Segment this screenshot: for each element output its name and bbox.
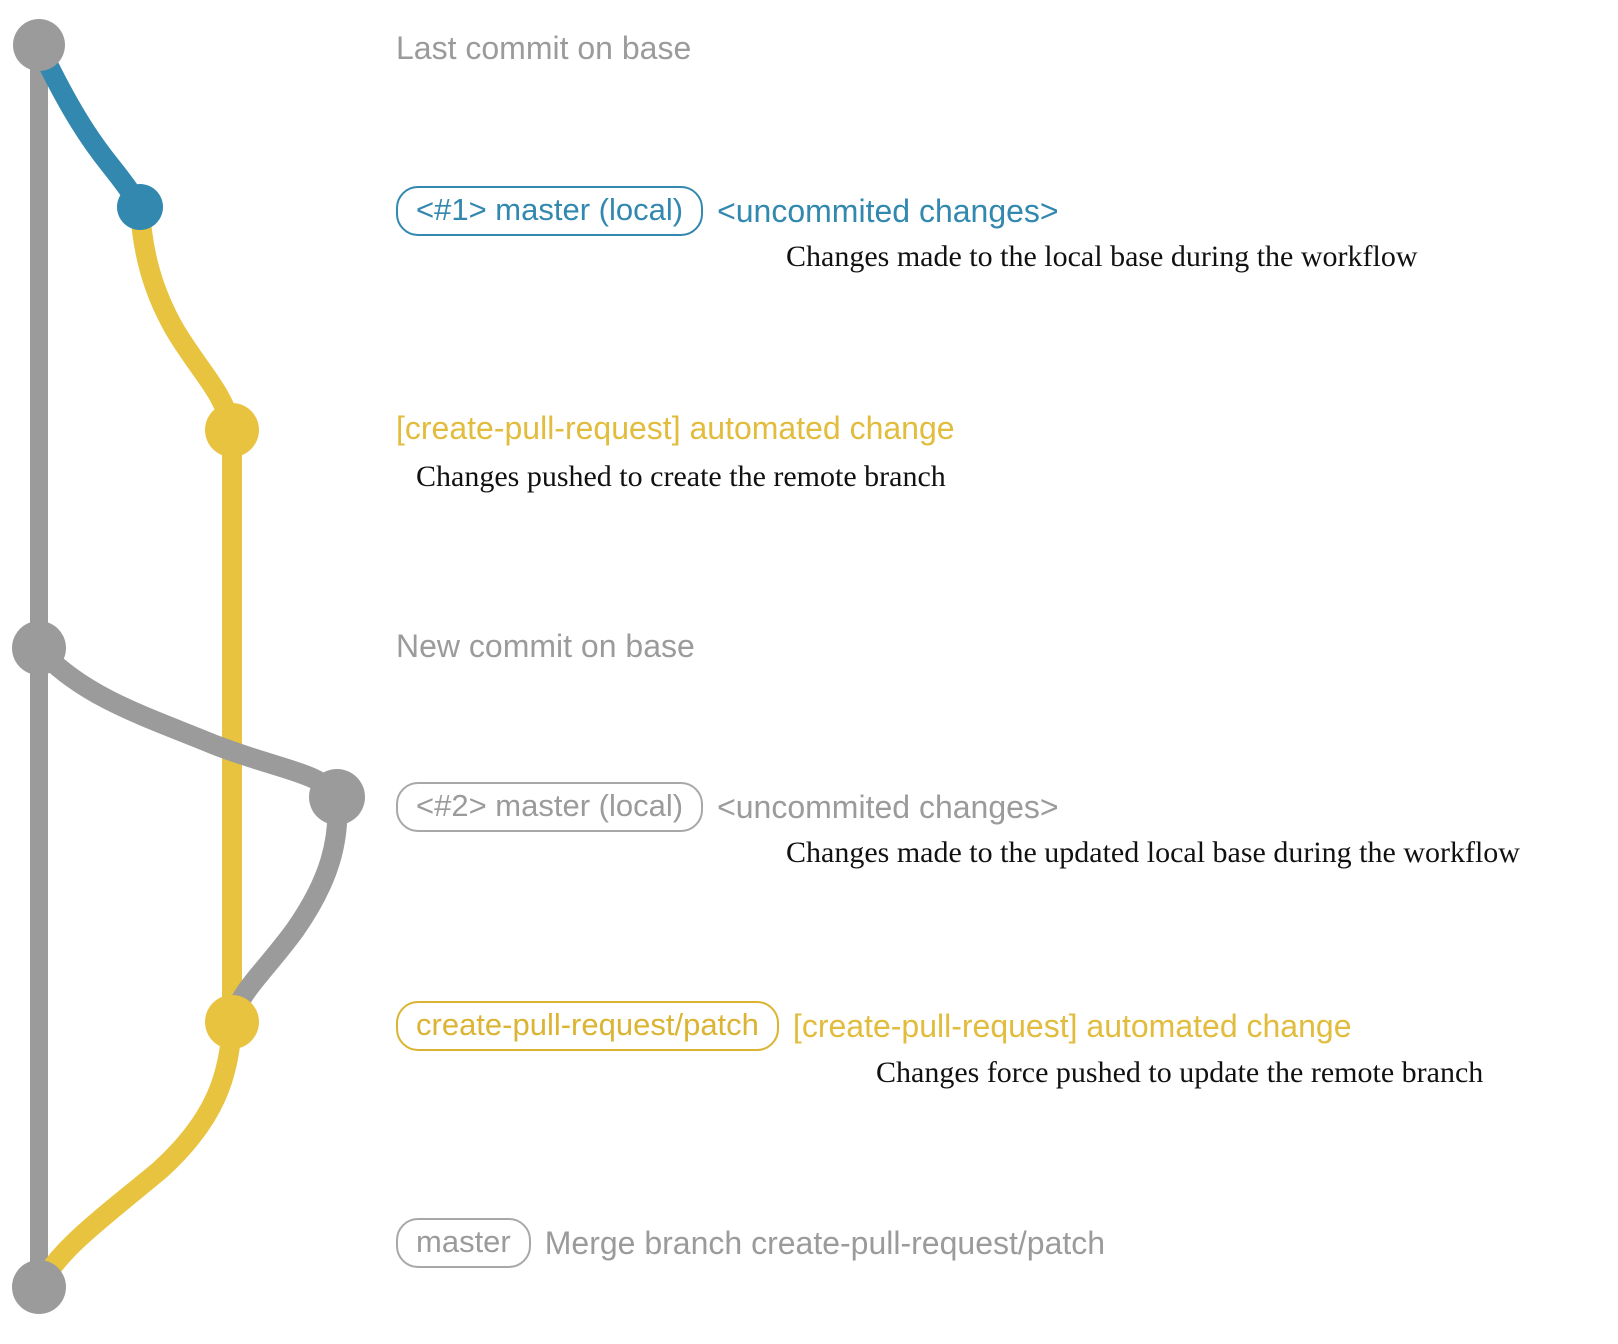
commit-description-automated-change-1: Changes pushed to create the remote bran…	[416, 460, 946, 493]
edge-patch-to-master-merge	[29, 1012, 242, 1297]
commit-subject-automated-change-1: [create-pull-request] automated change	[396, 410, 955, 446]
commit-node-master-local-1[interactable]	[117, 184, 163, 230]
commit-row-automated-change-2: create-pull-request/patch [create-pull-r…	[0, 1001, 1618, 1051]
edge-base-to-master-local-2	[35, 645, 347, 807]
commit-node-automated-change-1[interactable]	[205, 403, 259, 457]
commit-description-master-local-1: Changes made to the local base during th…	[786, 240, 1418, 273]
commit-row-master-local-2: <#2> master (local) <uncommited changes>	[0, 782, 1618, 832]
branch-badge-create-pull-request-patch[interactable]: create-pull-request/patch	[396, 1001, 779, 1051]
branch-badge-master-local-2[interactable]: <#2> master (local)	[396, 782, 704, 832]
commit-subject-master-local-2: <uncommited changes>	[717, 789, 1059, 825]
commit-row-new-commit-on-base: New commit on base	[0, 630, 1618, 662]
commit-row-automated-change-1: [create-pull-request] automated change	[0, 412, 1618, 444]
edge-master-local-2-to-patch-2	[222, 787, 348, 1032]
edge-master-local-1-to-patch-1	[130, 197, 242, 440]
commit-node-last-commit-on-base[interactable]	[13, 19, 65, 71]
branch-badge-master-local-1[interactable]: <#1> master (local)	[396, 186, 704, 236]
branch-badge-master[interactable]: master	[396, 1218, 531, 1268]
commit-node-automated-change-2[interactable]	[205, 995, 259, 1049]
commit-row-master-local-1: <#1> master (local) <uncommited changes>	[0, 186, 1618, 236]
commit-row-last-commit-on-base: Last commit on base	[0, 32, 1618, 64]
commit-subject-last-commit-on-base: Last commit on base	[396, 30, 692, 66]
commit-subject-automated-change-2: [create-pull-request] automated change	[792, 1008, 1352, 1044]
commit-subject-merge-branch: Merge branch create-pull-request/patch	[544, 1225, 1106, 1261]
commit-node-merge-branch[interactable]	[12, 1260, 66, 1314]
commit-description-automated-change-2: Changes force pushed to update the remot…	[876, 1056, 1484, 1089]
commit-node-new-commit-on-base[interactable]	[12, 621, 66, 675]
commit-subject-new-commit-on-base: New commit on base	[396, 628, 695, 664]
commit-node-master-local-2[interactable]	[309, 769, 365, 825]
commit-subject-master-local-1: <uncommited changes>	[717, 193, 1059, 229]
commit-description-master-local-2: Changes made to the updated local base d…	[786, 836, 1520, 869]
commit-row-merge-branch: master Merge branch create-pull-request/…	[0, 1218, 1618, 1268]
